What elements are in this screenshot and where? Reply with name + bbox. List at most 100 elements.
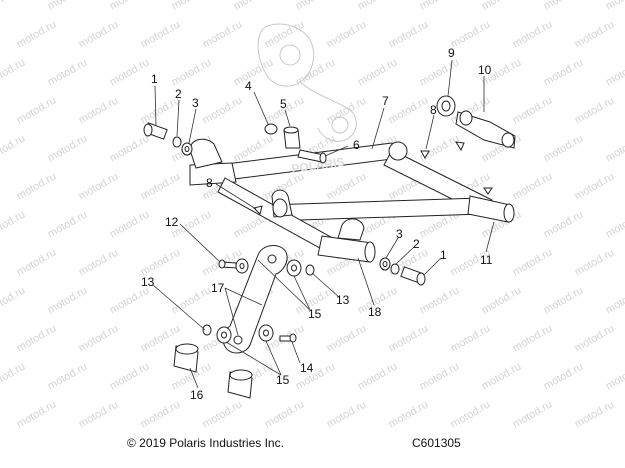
washer-15-lower-left <box>216 326 232 344</box>
watermark-text: motod.ru <box>511 18 555 50</box>
watermark-text: motod.ru <box>46 208 90 240</box>
watermark-text: motod.ru <box>15 246 59 278</box>
nut-13-upper <box>305 264 315 276</box>
washer-3-right <box>379 257 391 271</box>
watermark-text: motod.ru <box>511 170 555 202</box>
watermark-text: motod.ru <box>511 322 555 354</box>
callout-11: 11 <box>480 253 493 267</box>
watermark-text: motod.ru <box>170 0 214 13</box>
watermark-text: motod.ru <box>108 56 152 88</box>
bushing-16-left <box>173 343 199 373</box>
a-arm-frame: POLARIS <box>189 138 515 263</box>
watermark-text: motod.ru <box>387 94 431 126</box>
watermark-text: motod.ru <box>418 56 462 88</box>
fitting-8-left <box>253 205 263 215</box>
watermark-text: motod.ru <box>511 398 555 430</box>
watermark-text: motod.ru <box>573 246 617 278</box>
watermark-text: motod.ru <box>480 284 524 316</box>
callout-numbers: 1 2 3 4 5 6 7 8 9 10 8 11 12 3 2 1 13 17… <box>141 46 493 402</box>
watermark-text: motod.ru <box>294 0 338 13</box>
watermark-text: motod.ru <box>0 132 27 164</box>
watermark-text: motod.ru <box>418 284 462 316</box>
callout-7: 7 <box>382 94 389 108</box>
watermark-text: motod.ru <box>0 0 27 13</box>
watermark-text: motod.ru <box>232 0 276 13</box>
watermark-text: motod.ru <box>77 94 121 126</box>
watermark-text: motod.ru <box>15 322 59 354</box>
bolt-12 <box>218 259 237 269</box>
washer-15-top-left <box>235 258 249 274</box>
watermark-text: motod.ru <box>573 18 617 50</box>
watermark-text: motod.ru <box>325 322 369 354</box>
watermark-text: motod.ru <box>46 0 90 13</box>
watermark-text: motod.ru <box>604 284 625 316</box>
watermark-text: motod.ru <box>480 0 524 13</box>
washer-2-right <box>390 263 400 275</box>
watermark-text: motod.ru <box>170 56 214 88</box>
watermark-text: motod.ru <box>0 56 27 88</box>
callout-2-right: 2 <box>413 237 420 251</box>
watermark-text: motod.ru <box>542 284 586 316</box>
ghost-mount-outline <box>257 23 357 142</box>
watermark-text: motod.ru <box>542 360 586 392</box>
watermark-text: motod.ru <box>511 94 555 126</box>
callout-15-lower: 15 <box>276 373 290 387</box>
watermark-text: motod.ru <box>108 360 152 392</box>
fitting-8-far <box>483 187 493 195</box>
bolt-1-right <box>400 266 426 286</box>
watermark-text: motod.ru <box>15 94 59 126</box>
callout-8-right: 8 <box>430 103 437 117</box>
watermark-text: motod.ru <box>418 0 462 13</box>
watermark-text: motod.ru <box>356 56 400 88</box>
bracket-10 <box>455 110 516 149</box>
watermark-text: motod.ru <box>387 322 431 354</box>
callout-2-left: 2 <box>175 87 182 101</box>
watermark-text: motod.ru <box>108 208 152 240</box>
watermark-text: motod.ru <box>449 322 493 354</box>
watermark-text: motod.ru <box>356 0 400 13</box>
callout-4: 4 <box>245 79 252 93</box>
watermark-text: motod.ru <box>542 0 586 13</box>
watermark-text: motod.ru <box>0 360 27 392</box>
watermark-text: motod.ru <box>325 398 369 430</box>
watermark-text: motod.ru <box>77 246 121 278</box>
watermark-text: motod.ru <box>201 398 245 430</box>
nut-4 <box>264 123 278 135</box>
bolt-1-left <box>143 122 168 140</box>
watermark-text: motod.ru <box>46 284 90 316</box>
callout-10: 10 <box>478 63 492 77</box>
callout-3-right: 3 <box>396 227 403 241</box>
watermark-text: motod.ru <box>232 56 276 88</box>
watermark-text: motod.ru <box>325 170 369 202</box>
watermark-text: motod.ru <box>139 18 183 50</box>
watermark-text: motod.ru <box>15 398 59 430</box>
callout-13-left: 13 <box>141 275 155 289</box>
callout-3-left: 3 <box>192 96 199 110</box>
watermark-text: motod.ru <box>108 284 152 316</box>
pin-6 <box>297 149 327 164</box>
watermark-text: motod.ru <box>604 360 625 392</box>
watermark-text: motod.ru <box>201 94 245 126</box>
watermark-text: motod.ru <box>15 18 59 50</box>
watermark-text: motod.ru <box>511 246 555 278</box>
callout-17: 17 <box>211 281 225 295</box>
watermark-text: motod.ru <box>387 18 431 50</box>
callout-1-left: 1 <box>151 72 158 86</box>
watermark-text: motod.ru <box>77 398 121 430</box>
watermark-text: motod.ru <box>46 360 90 392</box>
callout-15-upper: 15 <box>308 307 322 321</box>
watermark-text: motod.ru <box>418 360 462 392</box>
watermark-text: motod.ru <box>418 132 462 164</box>
watermark-text: motod.ru <box>604 0 625 13</box>
callout-14: 14 <box>300 361 314 375</box>
watermark-text: motod.ru <box>387 398 431 430</box>
callout-9: 9 <box>448 46 455 60</box>
watermark-text: motod.ru <box>573 94 617 126</box>
bushing-16-right <box>227 369 253 399</box>
watermark-text: motod.ru <box>573 398 617 430</box>
watermark-text: motod.ru <box>604 56 625 88</box>
watermark-text: motod.ru <box>449 398 493 430</box>
callout-16: 16 <box>190 388 204 402</box>
watermark-text: motod.ru <box>108 0 152 13</box>
